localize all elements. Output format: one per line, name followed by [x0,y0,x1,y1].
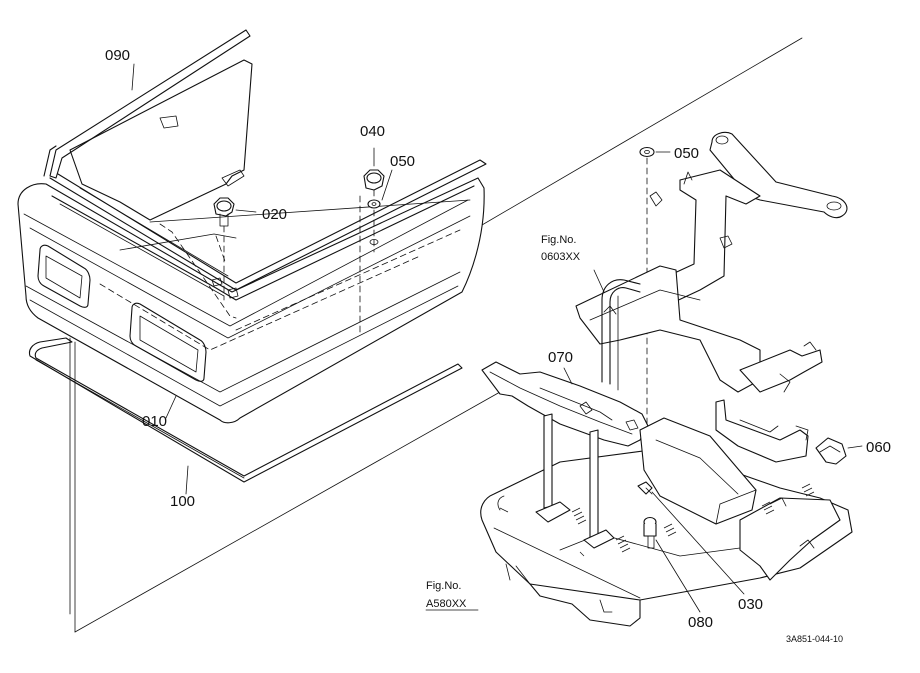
base-plate [480,447,853,627]
label-040: 040 [360,123,385,140]
label-020: 020 [262,206,287,223]
bolt-040 [363,147,385,253]
front-grille-010 [17,177,485,424]
side-panel [69,59,253,221]
bolt-080 [643,516,701,613]
bracket-070 [481,361,841,581]
fig-ref-1-line1: Fig.No. [541,234,576,246]
label-080: 080 [688,614,713,631]
fig-ref-1-line2: 0603XX [541,251,581,263]
fig-ref-2-line1: Fig.No. [426,580,461,592]
hatch-marks [499,483,815,557]
label-050-top: 050 [390,153,415,170]
guide-lines [69,37,803,633]
label-070: 070 [548,349,573,366]
steering-post [593,269,641,391]
leader-lines [131,63,573,585]
drawing-code: 3A851-044-10 [786,634,843,644]
fig-ref-2-line2: A580XX [426,598,467,610]
screw-030 [637,481,745,595]
clip-060 [815,437,863,465]
label-050-right: 050 [674,145,699,162]
label-090: 090 [105,47,130,64]
label-060: 060 [866,439,891,456]
lower-seal-100 [28,337,463,483]
label-100: 100 [170,493,195,510]
seal-strip-090 [43,29,487,291]
washer-050-top [367,169,393,245]
label-010: 010 [142,413,167,430]
support-bracket [575,131,848,463]
label-030: 030 [738,596,763,613]
knob-020 [213,197,257,301]
